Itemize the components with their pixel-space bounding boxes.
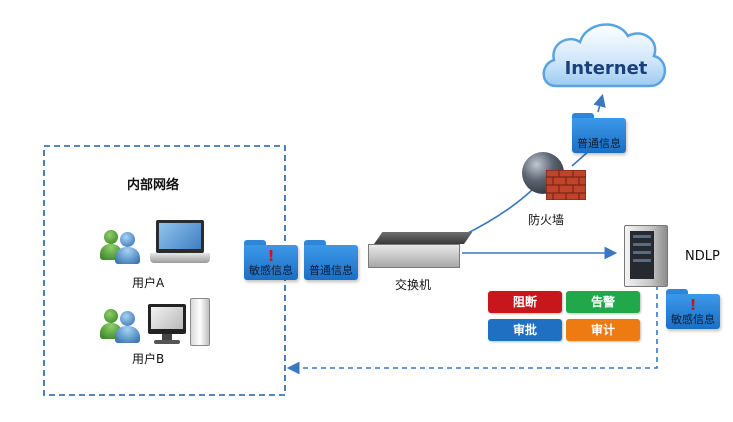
brick-wall-icon — [546, 170, 586, 200]
link-switch-firewall — [461, 189, 533, 237]
normal-info-label: 普通信息 — [309, 264, 353, 277]
action-audit-badge: 审计 — [566, 319, 640, 341]
laptop-icon — [150, 220, 210, 268]
ndlp-sensitive-label: 敏感信息 — [671, 313, 715, 326]
user-b-label: 用户B — [132, 352, 165, 366]
ndlp-warning-exclamation-icon: ! — [689, 296, 697, 314]
outbound-normal-label: 普通信息 — [577, 137, 621, 150]
firewall-label: 防火墙 — [528, 213, 565, 227]
internet-label: Internet — [564, 58, 648, 79]
user-a-people-icon — [100, 230, 144, 264]
action-block-badge: 阻断 — [488, 291, 562, 313]
switch-icon — [368, 232, 473, 268]
normal-info-folder: 普通信息 — [304, 240, 358, 280]
action-alert-badge: 告警 — [566, 291, 640, 313]
internet-cloud-icon — [542, 23, 666, 88]
ndlp-sensitive-folder: ! 敏感信息 — [666, 289, 720, 329]
warning-exclamation-icon: ! — [267, 247, 275, 265]
ndlp-server-icon — [624, 225, 668, 287]
switch-label: 交换机 — [395, 278, 432, 292]
ndlp-label: NDLP — [685, 249, 720, 264]
internal-network-title: 内部网络 — [127, 178, 180, 193]
user-a-label: 用户A — [132, 276, 165, 290]
sensitive-info-label: 敏感信息 — [249, 264, 293, 277]
dashed-return-path — [286, 285, 658, 375]
action-approve-badge: 审批 — [488, 319, 562, 341]
arrow-to-internet — [593, 93, 606, 113]
firewall-icon — [520, 150, 590, 210]
sensitive-info-folder: ! 敏感信息 — [244, 240, 298, 280]
desktop-computer-icon — [148, 298, 210, 348]
user-b-people-icon — [100, 309, 144, 343]
outbound-normal-folder: 普通信息 — [572, 113, 626, 153]
